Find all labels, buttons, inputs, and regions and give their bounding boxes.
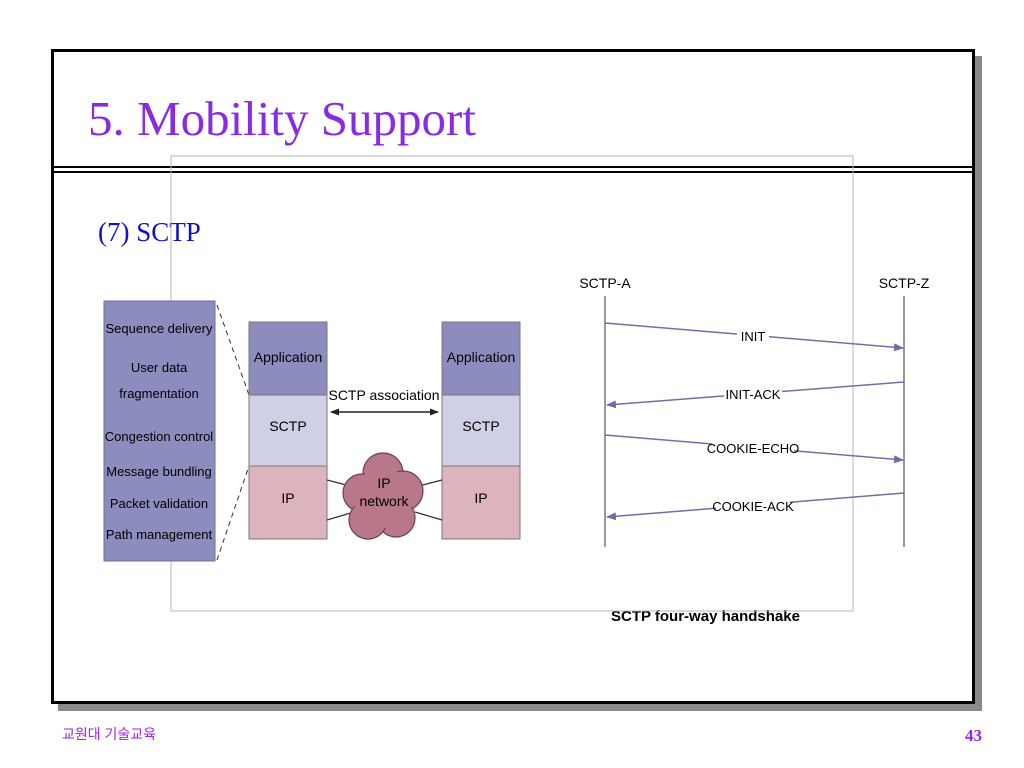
feature-message-bundling: Message bundling (106, 464, 212, 479)
feature-congestion-control: Congestion control (105, 429, 214, 444)
footer-organization: 교원대 기술교육 (62, 726, 157, 742)
feature-packet-validation: Packet validation (110, 496, 208, 511)
right-application-label: Application (447, 349, 516, 365)
left-sctp-box (248, 394, 328, 467)
slide-title: 5. Mobility Support (88, 91, 476, 146)
cloud-label-ip: IP (377, 475, 390, 491)
right-protocol-stack: Application SCTP IP (441, 321, 521, 540)
endpoint-z-label: SCTP-Z (879, 275, 930, 291)
figure-caption: SCTP four-way handshake (611, 608, 800, 625)
feature-user-data: User data (131, 360, 188, 375)
page-number: 43 (965, 726, 982, 745)
left-sctp-label: SCTP (269, 418, 306, 434)
association-label: SCTP association (328, 387, 439, 403)
handshake-diagram: SCTP-A SCTP-Z INIT INIT-ACK COOKIE-ECHO … (579, 275, 930, 547)
left-application-box (248, 321, 328, 396)
right-ip-label: IP (474, 490, 487, 506)
init-ack-label: INIT-ACK (726, 387, 781, 402)
left-protocol-stack: Application SCTP IP (248, 321, 328, 540)
title-rule-bottom (54, 171, 972, 173)
feature-box (103, 300, 216, 562)
connector-top (216, 304, 250, 396)
right-sctp-box (441, 394, 521, 467)
cookie-ack-label-bg (716, 498, 790, 514)
feature-sequence-delivery: Sequence delivery (106, 321, 213, 336)
connector-bottom (216, 465, 250, 561)
cloud-label-network: network (359, 493, 409, 509)
ip-network-cloud: IP network (342, 452, 424, 540)
slide-subtitle: (7) SCTP (98, 217, 201, 247)
link-left-lower (326, 511, 355, 521)
left-ip-box (248, 465, 328, 540)
link-right-lower (414, 511, 443, 521)
right-ip-box (441, 465, 521, 540)
feature-fragmentation: fragmentation (119, 386, 199, 401)
init-ack-label-bg (724, 386, 782, 402)
endpoint-a-label: SCTP-A (579, 275, 631, 291)
right-sctp-label: SCTP (462, 418, 499, 434)
title-rule-top (54, 166, 972, 168)
feature-path-management: Path management (106, 527, 213, 542)
left-ip-label: IP (281, 490, 294, 506)
cookie-ack-label: COOKIE-ACK (712, 499, 794, 514)
cookie-echo-label: COOKIE-ECHO (707, 441, 799, 456)
cookie-echo-label-bg (712, 440, 794, 456)
init-label: INIT (741, 329, 766, 344)
init-label-bg (737, 328, 769, 344)
left-application-label: Application (254, 349, 323, 365)
right-application-box (441, 321, 521, 396)
